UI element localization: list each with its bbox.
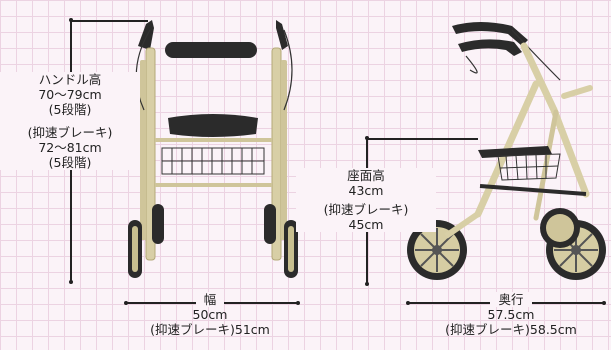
- side-basket: [497, 153, 561, 181]
- front-backrest: [165, 42, 257, 58]
- seat-height-title: 座面高: [347, 168, 385, 183]
- width-brake: (抑速ブレーキ)51cm: [150, 322, 270, 337]
- handle-height-title: ハンドル高: [38, 72, 102, 87]
- seat-height-brake-label: (抑速ブレーキ): [323, 202, 409, 217]
- width-title: 幅: [195, 292, 225, 307]
- front-right-handle: [276, 20, 288, 50]
- seat-height-label-group: 座面高 43cm (抑速ブレーキ) 45cm: [296, 168, 436, 232]
- width-standard: 50cm: [192, 307, 228, 322]
- handle-height-brake-value: 72〜81cm: [38, 140, 102, 155]
- handle-height-standard: 70〜79cm: [38, 87, 102, 102]
- front-basket: [161, 147, 265, 175]
- front-left-wheel: [128, 220, 142, 278]
- front-inner-left-wheel: [152, 204, 164, 244]
- handle-height-bottom-marker: [69, 280, 73, 284]
- seat-height-standard: 43cm: [348, 183, 384, 198]
- front-seat: [168, 114, 258, 137]
- handle-height-standard-steps: (5段階): [48, 102, 92, 117]
- depth-standard: 57.5cm: [487, 307, 535, 322]
- side-handle-lower: [458, 39, 522, 56]
- depth-right-marker: [602, 301, 606, 305]
- seat-height-brake-value: 45cm: [348, 217, 384, 232]
- side-seat: [478, 146, 552, 158]
- seat-height-bottom-marker: [365, 282, 369, 286]
- side-handle-upper: [452, 22, 528, 46]
- depth-title: 奥行: [490, 292, 532, 307]
- front-inner-right-wheel: [264, 204, 276, 244]
- front-right-wheel: [284, 220, 298, 278]
- depth-brake: (抑速ブレーキ)58.5cm: [445, 322, 577, 337]
- width-right-marker: [296, 301, 300, 305]
- handle-height-brake-steps: (5段階): [48, 155, 92, 170]
- width-label-group: 幅 50cm (抑速ブレーキ)51cm: [130, 292, 290, 337]
- width-left-marker: [124, 301, 128, 305]
- handle-height-label-group: ハンドル高 70〜79cm (5段階) (抑速ブレーキ) 72〜81cm (5段…: [0, 72, 140, 170]
- front-left-handle: [138, 20, 154, 50]
- side-mid-wheel: [540, 208, 580, 248]
- depth-left-marker: [406, 301, 410, 305]
- depth-label-group: 奥行 57.5cm (抑速ブレーキ)58.5cm: [426, 292, 596, 337]
- handle-height-brake-label: (抑速ブレーキ): [27, 125, 113, 140]
